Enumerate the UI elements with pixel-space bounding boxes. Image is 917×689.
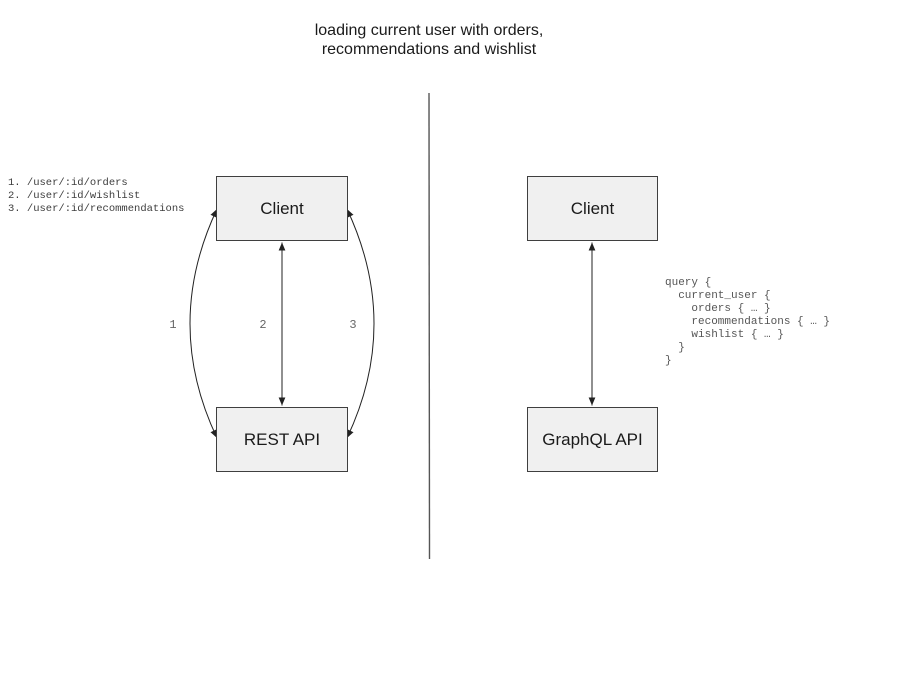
rest-arrow-3-curve bbox=[346, 208, 375, 439]
graphql-query-line: recommendations { … } bbox=[665, 316, 831, 328]
graphql-client-label: Client bbox=[570, 198, 615, 218]
rest-arrow-1-curve bbox=[189, 208, 218, 439]
graphql-query-line: wishlist { … } bbox=[665, 329, 784, 341]
rest-arrow-label-2: 2 bbox=[259, 318, 267, 332]
graphql-api-box: GraphQL API bbox=[527, 407, 658, 472]
graphql-client-box: Client bbox=[527, 176, 658, 241]
graphql-query-block: query { current_user { orders { … } reco… bbox=[665, 277, 830, 368]
graphql-api-label: GraphQL API bbox=[542, 429, 643, 449]
rest-arrow-label-3: 3 bbox=[349, 318, 357, 332]
rest-endpoint-orders: 1. /user/:id/orders bbox=[8, 177, 128, 189]
rest-api-label: REST API bbox=[243, 429, 321, 449]
rest-arrow-label-1: 1 bbox=[169, 318, 177, 332]
rest-endpoint-list: 1. /user/:id/orders 2. /user/:id/wishlis… bbox=[8, 177, 184, 216]
graphql-query-line: query { bbox=[665, 277, 712, 289]
rest-endpoint-recommendations: 3. /user/:id/recommendations bbox=[8, 203, 185, 215]
rest-api-box: REST API bbox=[216, 407, 348, 472]
diagram-title: loading current user with orders, recomm… bbox=[314, 22, 544, 58]
graphql-query-line: } bbox=[665, 342, 685, 354]
rest-client-label: Client bbox=[260, 198, 304, 218]
rest-client-box: Client bbox=[216, 176, 348, 241]
graphql-query-line: current_user { bbox=[665, 290, 771, 302]
graphql-query-line: } bbox=[665, 355, 672, 367]
rest-endpoint-wishlist: 2. /user/:id/wishlist bbox=[8, 190, 141, 202]
panel-divider-line bbox=[428, 92, 431, 560]
graphql-query-line: orders { … } bbox=[665, 303, 771, 315]
